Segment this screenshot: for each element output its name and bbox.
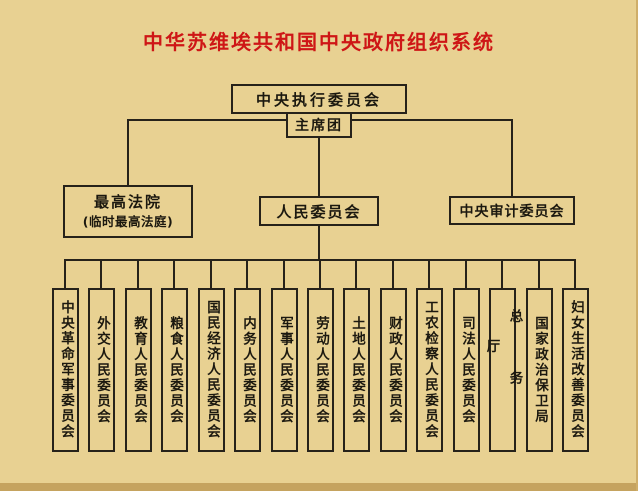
node-label: 中央审计委员会 [459,203,565,220]
node-dept-state-political-security-bureau: 国家政治保卫局 [526,288,553,452]
dept-label: 教育人民委员会 [131,315,147,425]
connector-line [318,226,320,259]
node-dept-worker-peasant-inspection: 工农检察人民委员会 [416,288,443,452]
connector-drop [210,259,212,288]
dept-label: 国家政治保卫局 [532,315,548,425]
dept-label: 劳动人民委员会 [313,315,329,425]
dept-label: 总务厅 [483,308,523,432]
node-dept-labor: 劳动人民委员会 [307,288,334,452]
node-central-executive-committee: 中央执行委员会 [231,84,407,114]
connector-drop [428,259,430,288]
node-label: 最高法院 [93,192,162,211]
connector-drop [100,259,102,288]
image-bottom-edge [0,483,638,491]
node-dept-military: 军事人民委员会 [271,288,298,452]
node-dept-general-affairs-office: 总务厅 [484,288,523,452]
connector-drop [355,259,357,288]
node-dept-womens-life-improvement-committee: 妇女生活改善委员会 [562,288,589,452]
connector-drop [137,259,139,288]
node-sublabel: (临时最高法庭) [82,214,174,230]
connector-drop [501,259,503,288]
node-dept-foreign-affairs: 外交人民委员会 [88,288,115,452]
dept-label: 工农检察人民委员会 [422,300,438,440]
connector-drop [319,259,321,288]
node-label: 人民委员会 [276,202,362,221]
node-peoples-committee: 人民委员会 [259,196,379,226]
node-dept-food: 粮食人民委员会 [161,288,188,452]
dept-label: 粮食人民委员会 [167,315,183,425]
dept-label: 军事人民委员会 [277,315,293,425]
connector-drop [173,259,175,288]
node-label: 中央执行委员会 [255,90,382,109]
node-supreme-court: 最高法院 (临时最高法庭) [63,185,193,238]
dept-label: 财政人民委员会 [386,315,402,425]
connector-drop [538,259,540,288]
connector-line [318,138,320,196]
connector-drop [64,259,66,288]
connector-drop [465,259,467,288]
node-presidium: 主席团 [286,112,352,138]
node-dept-internal-affairs: 内务人民委员会 [234,288,261,452]
dept-label: 国民经济人民委员会 [204,300,220,440]
image-right-edge [636,0,638,491]
node-label: 主席团 [295,118,343,134]
connector-line [127,119,129,185]
node-dept-national-economy: 国民经济人民委员会 [198,288,225,452]
node-dept-central-revolutionary-military-committee: 中央革命军事委员会 [52,288,79,452]
connector-drop [283,259,285,288]
node-dept-education: 教育人民委员会 [125,288,152,452]
node-central-audit-committee: 中央审计委员会 [449,196,575,225]
connector-drop [574,259,576,288]
dept-label: 土地人民委员会 [349,315,365,425]
dept-label: 内务人民委员会 [240,315,256,425]
node-dept-justice: 司法人民委员会 [453,288,480,452]
dept-label: 司法人民委员会 [459,315,475,425]
dept-label: 外交人民委员会 [94,315,110,425]
dept-label: 妇女生活改善委员会 [568,300,584,440]
node-dept-land: 土地人民委员会 [343,288,370,452]
connector-line [511,119,513,196]
connector-drop [246,259,248,288]
connector-drop [392,259,394,288]
node-dept-finance: 财政人民委员会 [380,288,407,452]
page-title: 中华苏维埃共和国中央政府组织系统 [143,30,495,54]
dept-label: 中央革命军事委员会 [58,300,74,440]
